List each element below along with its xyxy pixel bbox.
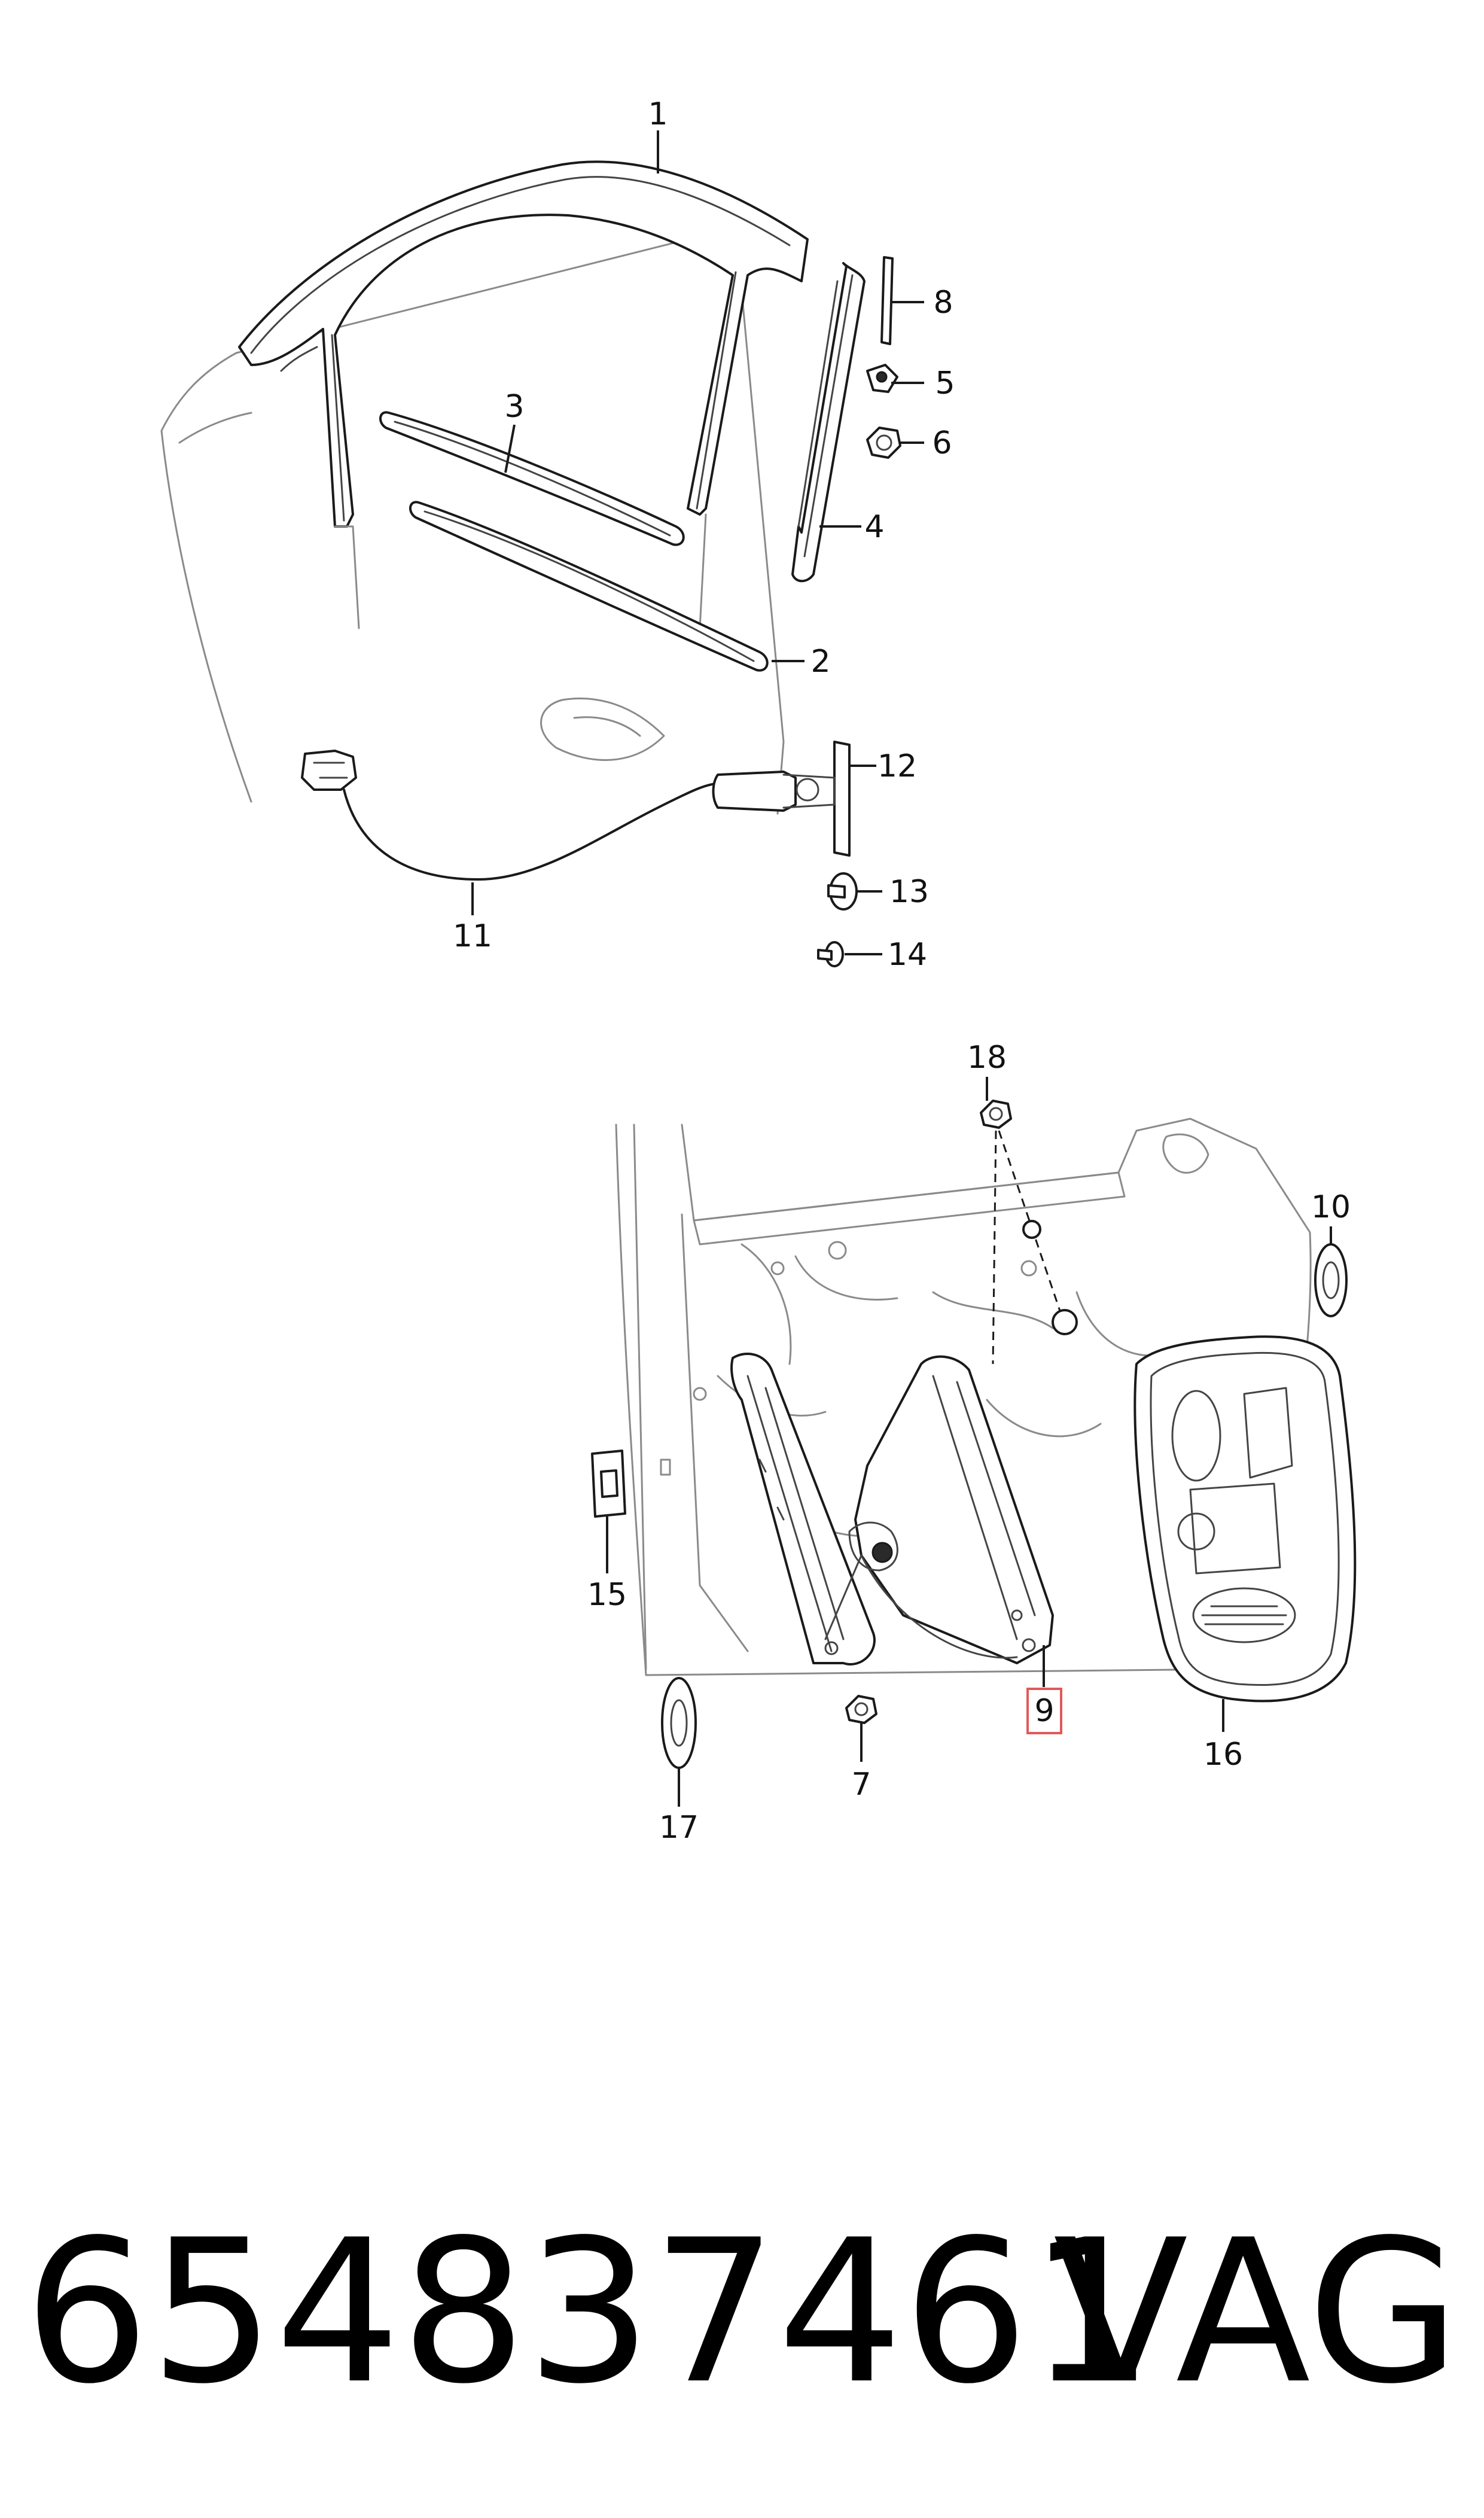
plug-icon [827, 872, 858, 911]
callout-10: 10 [1311, 1189, 1351, 1225]
callout-14: 14 [888, 937, 927, 973]
callout-4: 4 [864, 509, 884, 545]
screw-icon [817, 941, 844, 967]
part-number: 654837461 [24, 2197, 1154, 2427]
callout-9: 9 [1034, 1693, 1054, 1729]
callout-2: 2 [810, 644, 830, 680]
door-handle-cable [301, 750, 719, 881]
callout-5: 5 [935, 366, 955, 401]
striker-icon [591, 1450, 626, 1518]
callout-16: 16 [1203, 1737, 1243, 1773]
window-regulator [730, 1352, 1054, 1666]
lower-door-assembly [591, 1077, 1357, 1807]
door-cover [1133, 1335, 1357, 1703]
callout-8: 8 [933, 285, 953, 321]
nut-icon [866, 427, 901, 459]
lock-cylinder [712, 741, 851, 857]
callout-13: 13 [889, 874, 929, 910]
nut-18-icon [980, 1100, 1012, 1129]
brand-name: VAG [1053, 2197, 1460, 2427]
callout-18: 18 [967, 1040, 1007, 1076]
inner-sill-seal [379, 411, 685, 546]
upper-door-assembly [160, 130, 924, 967]
callout-12: 12 [877, 748, 917, 784]
callout-15: 15 [587, 1577, 627, 1613]
callout-6: 6 [932, 425, 952, 461]
nut-7-icon [845, 1695, 877, 1724]
highlight-box-9 [1026, 1688, 1062, 1734]
grommet-17-icon [661, 1677, 697, 1769]
callout-7: 7 [851, 1767, 871, 1803]
callout-3: 3 [504, 389, 524, 425]
callout-17: 17 [659, 1810, 699, 1846]
outer-sill-seal [409, 501, 769, 672]
trim-strip [880, 256, 894, 345]
grommet-10-icon [1314, 1243, 1348, 1317]
window-frame-seal [238, 160, 809, 528]
clip-icon [866, 364, 898, 393]
b-pillar-trim [791, 262, 866, 583]
callout-11: 11 [453, 918, 492, 954]
callout-1: 1 [648, 96, 668, 132]
